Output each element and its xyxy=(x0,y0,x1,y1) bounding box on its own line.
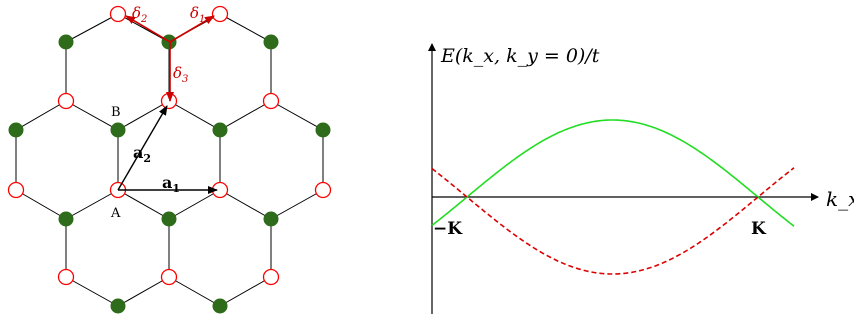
filled-site xyxy=(58,211,74,227)
delta2-arrow xyxy=(125,15,171,43)
y-axis-label: E(k_x, k_y = 0)/t xyxy=(440,45,600,67)
filled-site xyxy=(58,34,74,50)
filled-site xyxy=(110,122,126,138)
open-site xyxy=(314,181,332,199)
bond xyxy=(65,13,119,43)
a2-arrow xyxy=(117,105,168,191)
bond xyxy=(270,100,324,131)
delta1-label: δ1 xyxy=(190,4,205,25)
delta2-label: δ2 xyxy=(132,4,147,25)
open-site xyxy=(211,5,229,23)
bond xyxy=(65,100,119,131)
filled-site xyxy=(161,211,177,227)
open-site xyxy=(160,92,178,110)
bond xyxy=(117,189,170,220)
open-site xyxy=(57,92,75,110)
site-label-a: A xyxy=(110,206,121,221)
delta1-arrow xyxy=(169,15,215,43)
bond xyxy=(65,276,119,307)
bond xyxy=(65,189,119,220)
bond xyxy=(219,189,272,220)
bond xyxy=(168,189,221,220)
filled-site xyxy=(212,298,228,314)
open-site xyxy=(109,5,127,23)
lattice-bonds xyxy=(15,13,324,307)
a2-label: a2 xyxy=(133,143,151,165)
site-label-b: B xyxy=(111,105,121,120)
filled-site xyxy=(212,122,228,138)
filled-site xyxy=(8,122,24,138)
open-site xyxy=(7,181,25,199)
bond xyxy=(168,276,221,307)
filled-site xyxy=(263,34,279,50)
bond xyxy=(168,100,221,131)
open-site xyxy=(160,268,178,286)
honeycomb-lattice-panel: δ2 δ1 δ3 B A a2 a1 xyxy=(7,4,332,314)
bond xyxy=(219,100,272,131)
lattice-sites xyxy=(7,5,332,314)
band-structure-panel: E(k_x, k_y = 0)/t k_x −K K xyxy=(428,43,854,314)
open-site xyxy=(262,92,280,110)
minus-k-label: −K xyxy=(433,219,463,239)
k-label: K xyxy=(751,219,767,239)
bond xyxy=(117,276,170,307)
open-site xyxy=(262,268,280,286)
a1-label: a1 xyxy=(162,173,180,195)
bond xyxy=(15,189,67,220)
lower-band-curve xyxy=(431,167,795,275)
x-axis-label: k_x xyxy=(826,187,854,211)
filled-site xyxy=(315,122,331,138)
filled-site xyxy=(110,298,126,314)
bond xyxy=(219,276,272,307)
filled-site xyxy=(263,211,279,227)
bond xyxy=(15,100,67,131)
bond xyxy=(219,13,272,43)
delta3-label: δ3 xyxy=(173,64,188,85)
bond xyxy=(270,189,324,220)
upper-band-curve xyxy=(431,119,795,227)
open-site xyxy=(57,268,75,286)
